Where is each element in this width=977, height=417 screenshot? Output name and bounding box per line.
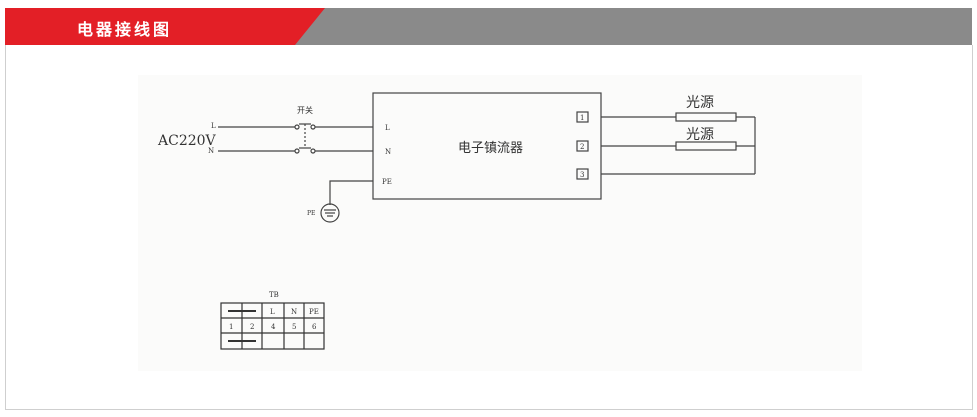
table-cell: 1 (229, 323, 233, 331)
ballast-terminal-l: L (385, 124, 390, 132)
table-cell: 6 (312, 323, 317, 331)
ballast-terminal-n: N (385, 148, 391, 156)
terminal-2: 2 (580, 143, 584, 151)
header-red-band (5, 8, 325, 45)
lamp-label-1: 光源 (686, 95, 714, 111)
table-cell: 4 (271, 323, 276, 331)
ballast-label: 电子镇流器 (458, 141, 523, 156)
line-l-label: L (211, 122, 216, 130)
table-cell: L (270, 308, 275, 316)
table-cell: PE (309, 308, 319, 316)
ground-label: PE (307, 210, 315, 217)
content-frame (5, 45, 973, 410)
terminal-1: 1 (580, 114, 584, 122)
ballast-terminal-pe: PE (382, 178, 392, 186)
lamp-label-2: 光源 (686, 127, 714, 143)
line-n-label: N (208, 147, 214, 155)
table-cell: 5 (292, 323, 296, 331)
terminal-3: 3 (580, 171, 584, 179)
table-cell: 2 (250, 323, 254, 331)
section-header: 电器接线图 (5, 8, 972, 45)
section-title: 电器接线图 (77, 20, 173, 39)
terminal-table (220, 302, 325, 350)
source-label: AC220V (157, 133, 217, 149)
table-title: TB (269, 291, 279, 299)
switch-label: 开关 (297, 105, 313, 115)
table-cell: N (291, 308, 297, 316)
